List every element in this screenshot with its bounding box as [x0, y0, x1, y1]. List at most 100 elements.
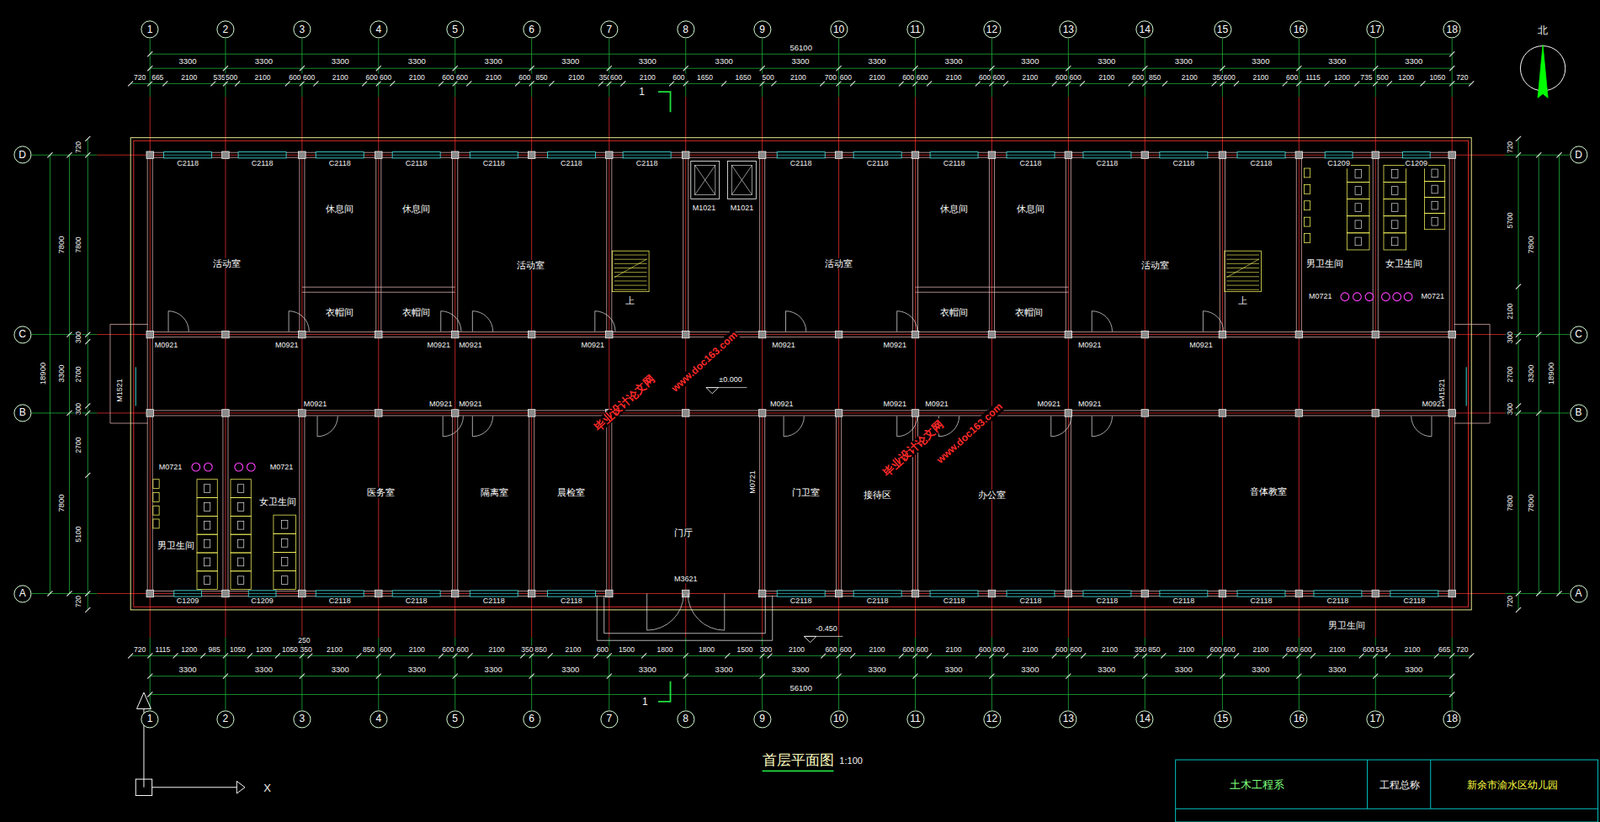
bubble-ring: [1366, 21, 1384, 38]
axis-number: 1: [147, 24, 154, 36]
dimension-text: 600: [1361, 646, 1376, 654]
column: [605, 151, 613, 159]
column: [1218, 409, 1226, 417]
door-code: M0921: [1077, 401, 1103, 410]
dimension-tick: [66, 332, 72, 338]
dimension-line: [149, 675, 1452, 677]
dimension-tick: [1449, 51, 1455, 57]
wall: [457, 413, 458, 595]
wall: [451, 413, 453, 595]
dimension-text: 2100: [325, 646, 344, 654]
toilet-stall: [273, 515, 297, 534]
dimension-tick: [147, 691, 153, 697]
window-glass: [392, 154, 441, 156]
urinal: [153, 519, 160, 529]
extension-line: [1451, 637, 1453, 711]
window-glass: [238, 154, 287, 156]
axis-line: [377, 96, 379, 638]
dimension-tick: [1449, 80, 1455, 86]
wall: [302, 292, 456, 293]
window-glass: [469, 593, 518, 595]
dimension-text: 720: [132, 646, 147, 654]
toilet-bowl: [203, 576, 210, 585]
dimension-text: 500: [224, 74, 239, 82]
toilet-stall: [196, 534, 218, 553]
window: [1006, 590, 1055, 597]
column: [911, 409, 919, 417]
dimension-text: 600: [441, 74, 455, 82]
stair-tread: [1226, 271, 1260, 273]
stair-outline: [1224, 250, 1262, 292]
window: [1237, 152, 1286, 159]
axis-number: 12: [986, 24, 998, 36]
toilet-stall: [196, 164, 1446, 590]
dimension-tick: [988, 674, 995, 680]
elevator-shaft: [691, 161, 757, 200]
column: [681, 330, 689, 338]
dimension-text: 1050: [281, 646, 299, 654]
title-block-rule: [1366, 760, 1368, 809]
dimension-text: 2100: [1020, 74, 1039, 82]
door-swing: [472, 416, 493, 437]
dimension-tick: [1003, 80, 1009, 86]
dimension-tick: [767, 653, 773, 659]
dimension-tick: [389, 653, 395, 659]
axis-number: 10: [833, 713, 845, 725]
column: [1141, 330, 1149, 338]
dimension-text: 720: [1455, 646, 1469, 654]
door-code: M0921: [1077, 341, 1103, 350]
dimension-text: 600: [915, 646, 930, 654]
dimension-tick: [912, 80, 918, 86]
wall: [1296, 154, 1298, 335]
dimension-tick: [1065, 653, 1071, 659]
toilet-stall: [273, 571, 297, 591]
toilet-stall: [273, 552, 297, 571]
window: [174, 590, 202, 597]
wall: [149, 409, 1452, 411]
bubble-ring: [1213, 711, 1231, 729]
axis-bubble: 12: [983, 20, 1002, 39]
column: [451, 151, 458, 159]
dimension-tick: [1536, 152, 1542, 158]
dimension-text: 3300: [1250, 57, 1271, 66]
dimension-tick: [1282, 80, 1288, 86]
dimension-tick: [452, 65, 458, 71]
axis-bubble: D: [13, 145, 32, 165]
building-outline: [130, 138, 1472, 611]
dimension-tick: [1385, 653, 1391, 659]
axis-line: [838, 96, 840, 638]
dimension-tick: [85, 590, 91, 596]
dimension-tick: [770, 80, 777, 86]
wall: [1377, 154, 1379, 335]
dimension-text: 2100: [944, 74, 963, 82]
toilet-stall: [230, 534, 251, 553]
wall: [147, 154, 149, 594]
dimension-tick: [275, 653, 281, 659]
axis-bubble: 11: [906, 710, 925, 729]
column: [375, 151, 383, 159]
dimension-text: 3300: [637, 57, 658, 66]
toilet-bowl: [203, 520, 210, 530]
toilet-bowl: [237, 539, 244, 548]
toilet-stall: [196, 515, 218, 535]
window-code: C2118: [404, 597, 429, 606]
window-code: C2118: [866, 159, 890, 168]
axis-bubble: 2: [216, 710, 235, 729]
dimension-text: 500: [760, 74, 775, 82]
dimension-tick: [1536, 410, 1542, 416]
window-glass: [1006, 593, 1055, 595]
dimension-tick: [1052, 80, 1058, 86]
dimension-text: 350: [299, 646, 314, 654]
wall: [1449, 154, 1451, 594]
dimension-text: 1650: [733, 74, 752, 82]
axis-number: 11: [909, 713, 920, 725]
dimension-text: 850: [1147, 646, 1161, 654]
stair-tread: [1226, 289, 1260, 291]
wash-basin: [1403, 292, 1413, 302]
window: [547, 152, 596, 159]
toilet-bowl: [1392, 186, 1399, 196]
door-swing: [1091, 311, 1112, 332]
dimension-tick: [598, 80, 604, 86]
dimension-tick: [85, 152, 91, 158]
dimension-text: 735: [1359, 74, 1373, 82]
